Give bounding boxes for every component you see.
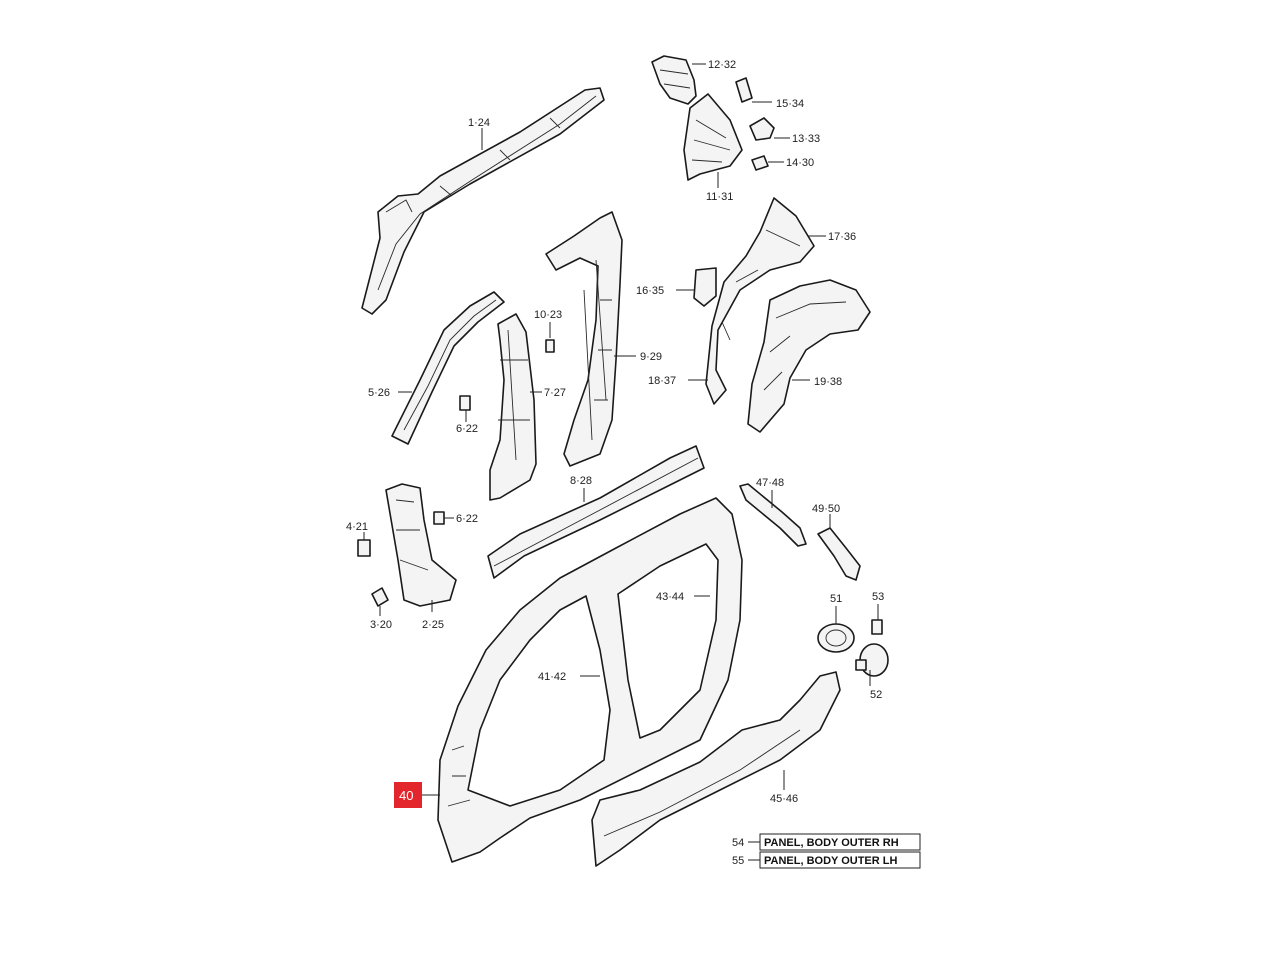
legend-item-55: 55 PANEL, BODY OUTER LH xyxy=(732,851,921,869)
part-clip-4[interactable] xyxy=(357,539,371,557)
callout-12-32: 12·32 xyxy=(708,59,736,71)
legend-item-54: 54 PANEL, BODY OUTER RH xyxy=(732,833,921,851)
callout-19-38: 19·38 xyxy=(814,376,842,388)
callout-51: 51 xyxy=(830,593,842,605)
callout-6-22-upper: 6·22 xyxy=(456,423,478,435)
part-upper-rear-bracket[interactable] xyxy=(651,55,697,105)
part-body-outer-front[interactable] xyxy=(437,497,743,863)
part-body-outer-rear[interactable] xyxy=(591,671,841,867)
callout-16-35: 16·35 xyxy=(636,285,664,297)
highlight-callout-40[interactable]: 40 xyxy=(394,782,422,808)
part-fuel-filler-housing[interactable] xyxy=(817,623,855,653)
callout-45-46: 45·46 xyxy=(770,793,798,805)
callout-7-27: 7·27 xyxy=(544,387,566,399)
part-bracket-49[interactable] xyxy=(817,527,861,581)
part-a-pillar-lower[interactable] xyxy=(385,483,457,607)
part-clip-10[interactable] xyxy=(545,339,555,353)
part-rear-wheel-housing[interactable] xyxy=(747,279,871,433)
callout-9-29: 9·29 xyxy=(640,351,662,363)
callout-10-23: 10·23 xyxy=(534,309,562,321)
part-clip-15[interactable] xyxy=(735,77,753,103)
callout-5-26: 5·26 xyxy=(368,387,390,399)
part-bracket-16[interactable] xyxy=(693,267,717,307)
callout-14-30: 14·30 xyxy=(786,157,814,169)
part-bracket-47[interactable] xyxy=(739,483,807,547)
part-rear-quarter-upper[interactable] xyxy=(705,197,815,405)
part-a-pillar-upper[interactable] xyxy=(391,291,505,445)
part-clip-6a[interactable] xyxy=(459,395,471,411)
callout-53: 53 xyxy=(872,591,884,603)
callout-41-42: 41·42 xyxy=(538,671,566,683)
part-fuel-clip[interactable] xyxy=(855,619,883,671)
callout-3-20: 3·20 xyxy=(370,619,392,631)
part-clip-3[interactable] xyxy=(371,587,389,607)
callout-2-25: 2·25 xyxy=(422,619,444,631)
legend-55-number: 55 xyxy=(732,855,744,867)
part-center-pillar[interactable] xyxy=(489,313,537,501)
legend-54-label: PANEL, BODY OUTER RH xyxy=(764,837,899,849)
callout-49-50: 49·50 xyxy=(812,503,840,515)
callout-8-28: 8·28 xyxy=(570,475,592,487)
callout-52: 52 xyxy=(870,689,882,701)
part-bracket-14[interactable] xyxy=(751,155,769,171)
callout-4-21: 4·21 xyxy=(346,521,368,533)
callout-47-48: 47·48 xyxy=(756,477,784,489)
legend-55-label: PANEL, BODY OUTER LH xyxy=(764,855,897,867)
callout-40: 40 xyxy=(399,788,413,803)
callout-11-31: 11·31 xyxy=(706,191,733,203)
part-rear-pillar-inner[interactable] xyxy=(683,93,743,181)
legend-54-number: 54 xyxy=(732,837,744,849)
callout-43-44: 43·44 xyxy=(656,591,684,603)
part-roof-rail[interactable] xyxy=(361,87,605,315)
part-bracket-13[interactable] xyxy=(749,117,775,141)
callout-17-36: 17·36 xyxy=(828,231,856,243)
part-b-pillar-inner[interactable] xyxy=(545,211,623,467)
part-side-sill[interactable] xyxy=(487,445,705,579)
callout-18-37: 18·37 xyxy=(648,375,676,387)
callout-15-34: 15·34 xyxy=(776,98,804,110)
callout-1-24: 1·24 xyxy=(468,117,490,129)
callout-6-22-lower: 6·22 xyxy=(456,513,478,525)
callout-13-33: 13·33 xyxy=(792,133,820,145)
part-clip-6b[interactable] xyxy=(433,511,445,525)
